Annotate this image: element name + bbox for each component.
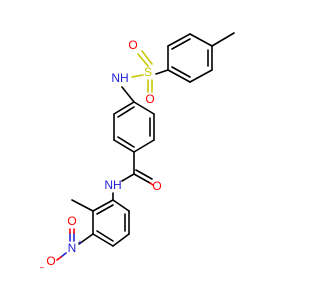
amide-group: O NH xyxy=(104,151,162,201)
bond xyxy=(171,38,191,50)
methyl-bond xyxy=(71,199,94,212)
bond xyxy=(133,173,151,184)
bond xyxy=(133,139,155,153)
bond xyxy=(131,74,144,78)
bond xyxy=(121,86,135,103)
tolyl-ring xyxy=(167,32,235,83)
amide-nh: NH xyxy=(104,178,121,192)
nitrotolyl-ring xyxy=(71,199,130,247)
bond xyxy=(137,53,149,67)
methyl-bond xyxy=(211,32,235,47)
molecule-diagram: S O O NH O NH xyxy=(40,32,235,272)
sulfur-atom: S xyxy=(144,65,152,79)
bond xyxy=(155,69,169,75)
bond xyxy=(112,199,130,212)
nitro-group: N + O O − xyxy=(40,214,83,272)
bond xyxy=(121,173,135,182)
positive-charge: + xyxy=(78,238,83,247)
bond xyxy=(117,136,135,148)
oxygen-atom: O xyxy=(128,38,137,52)
bond xyxy=(113,139,135,153)
nitro-oxygen: O xyxy=(67,214,76,228)
nitro-oxygen: O xyxy=(46,254,55,268)
bond xyxy=(92,233,114,247)
bond xyxy=(167,33,191,47)
bond xyxy=(112,233,130,247)
bond xyxy=(189,69,213,83)
central-ring xyxy=(113,101,155,153)
bond xyxy=(56,256,62,261)
bond xyxy=(167,69,191,83)
bond xyxy=(78,233,94,245)
negative-charge: − xyxy=(40,263,45,272)
structure-canvas: S O O NH O NH xyxy=(40,32,235,272)
bond xyxy=(96,204,114,215)
bond xyxy=(117,106,135,118)
nitro-nitrogen: N xyxy=(68,241,77,255)
sulfonyl-group: S O O xyxy=(128,38,169,106)
carbonyl-oxygen: O xyxy=(152,179,161,193)
bond xyxy=(92,199,114,212)
bond xyxy=(133,101,155,115)
bond xyxy=(141,50,153,65)
bond xyxy=(171,66,191,78)
bond xyxy=(113,101,135,115)
oxygen-atom: O xyxy=(145,92,154,106)
bond xyxy=(149,182,154,186)
bond xyxy=(135,169,153,180)
bond xyxy=(60,252,67,258)
sulfonamide-nh: NH xyxy=(111,71,128,85)
bond xyxy=(96,230,114,242)
bond xyxy=(189,33,213,47)
